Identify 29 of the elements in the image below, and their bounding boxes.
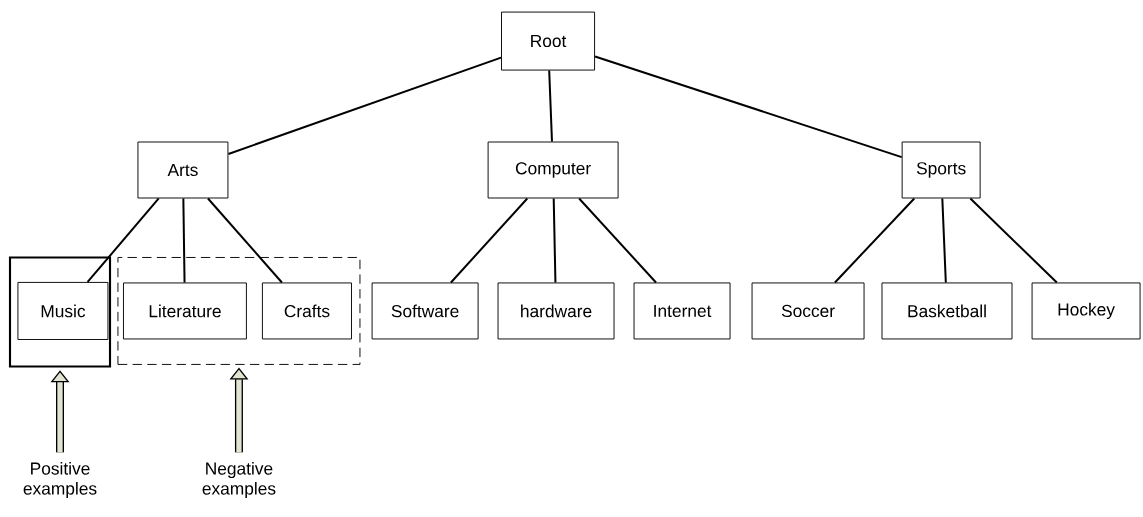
- connector-line: [449, 197, 529, 284]
- connector-line: [206, 197, 283, 284]
- connector-line: [548, 69, 553, 143]
- category-box: hardware: [497, 282, 615, 340]
- category-box: Soccer: [751, 282, 865, 340]
- selection-box: [117, 256, 361, 365]
- category-box: Computer: [487, 141, 619, 199]
- category-box: Literature: [123, 282, 247, 340]
- connector-line: [552, 197, 557, 284]
- category-box: Root: [501, 11, 596, 71]
- category-box: Basketball: [881, 282, 1013, 340]
- category-box: Sports: [901, 141, 981, 199]
- category-box: Arts: [137, 141, 229, 199]
- connector-line: [182, 197, 186, 284]
- connector-line: [594, 55, 903, 159]
- connector-line: [227, 56, 503, 155]
- connector-line: [941, 197, 947, 284]
- connector-line: [969, 197, 1058, 284]
- selection-box: [8, 256, 112, 368]
- category-box: Music: [17, 281, 109, 340]
- annotation-text: Negative examples: [202, 461, 276, 499]
- category-box: Software: [371, 282, 479, 340]
- connector-line: [833, 197, 916, 284]
- connector-line: [578, 197, 657, 284]
- category-box: Internet: [633, 282, 731, 340]
- annotation-text: Positive examples: [23, 461, 97, 499]
- connector-line: [86, 197, 160, 283]
- category-box: Crafts: [261, 282, 352, 340]
- category-box: Hockey: [1031, 282, 1141, 340]
